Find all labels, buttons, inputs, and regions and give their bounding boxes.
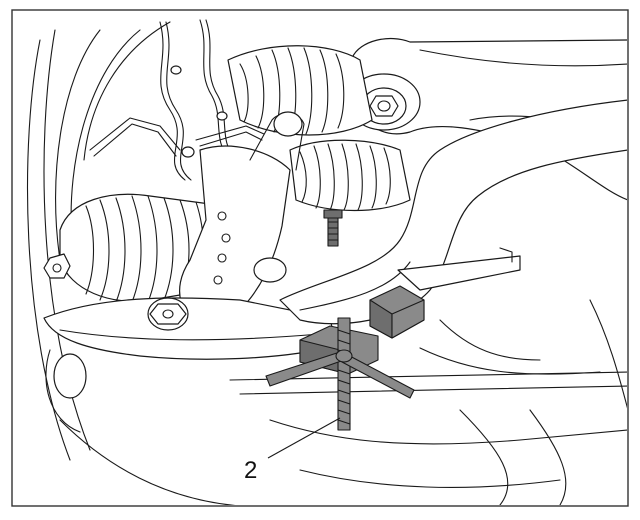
steering-knuckle xyxy=(179,111,305,329)
strut-mount xyxy=(347,37,627,201)
frame-member xyxy=(279,99,627,325)
stud-bolt xyxy=(323,209,343,247)
steering-rack xyxy=(227,45,373,136)
callout-2-leader xyxy=(267,417,341,459)
figure-frame xyxy=(11,9,629,507)
brake-lines xyxy=(89,19,265,181)
spring-compressor-icon xyxy=(265,285,425,431)
tie-rod-boot xyxy=(289,139,411,212)
subframe-lines xyxy=(229,299,627,505)
cv-boot xyxy=(43,193,219,303)
callout-2-label: 2 xyxy=(244,457,257,484)
lower-control-arm xyxy=(43,297,337,433)
